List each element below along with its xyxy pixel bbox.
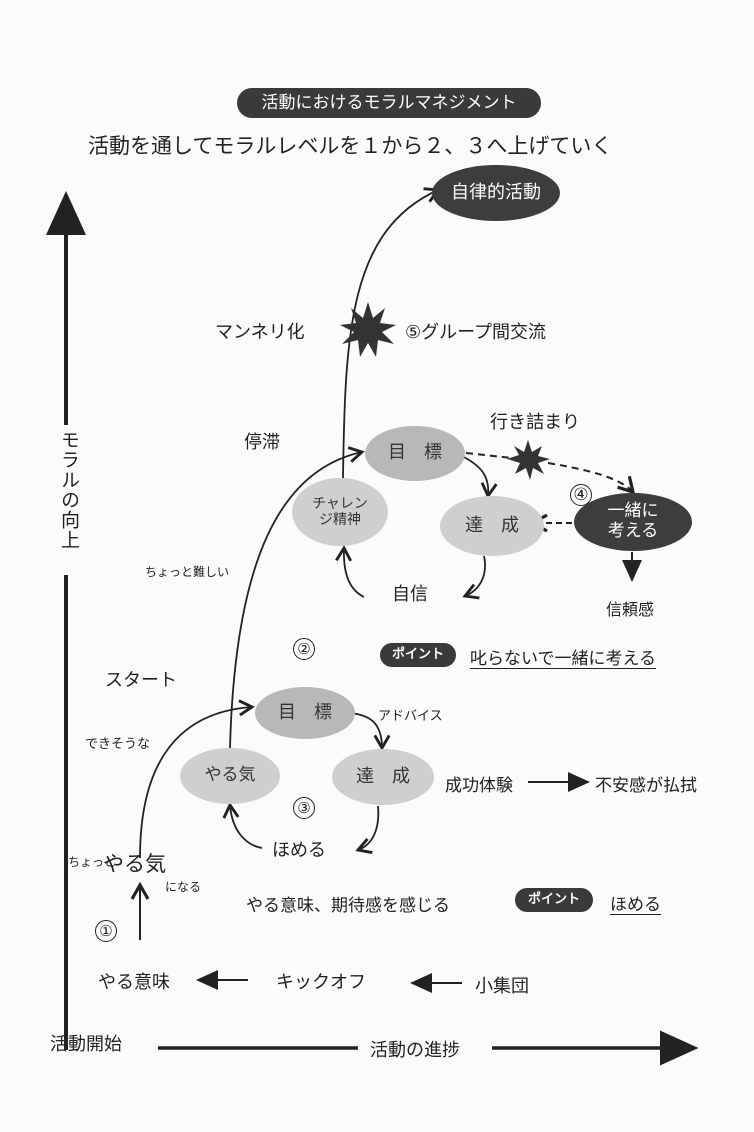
point-badge: ポイント (515, 888, 593, 912)
step-2: ② (293, 638, 315, 660)
label-deadlock: 行き詰まり (490, 412, 580, 433)
label-little-hard: ちょっと難しい (145, 565, 230, 579)
label-small-group: 小集団 (475, 976, 529, 997)
label-meaning: やる意味 (98, 972, 170, 993)
node-goal-upper: 目 標 (365, 426, 465, 481)
step-3: ③ (293, 797, 315, 819)
label-anxiety: 不安感が払拭 (595, 776, 697, 796)
x-axis-label: 活動の進捗 (370, 1040, 460, 1061)
label-advice: アドバイス (378, 709, 443, 724)
node-think-together: 一緒に考える (574, 493, 692, 551)
label-doable: できそうな (85, 737, 151, 752)
point-text-1: 叱らないで一緒に考える (470, 649, 656, 669)
node-achieve-lower: 達 成 (332, 749, 434, 805)
subtitle: 活動を通してモラルレベルを１から２、３へ上げていく (88, 134, 613, 158)
label-trust: 信頼感 (606, 600, 655, 619)
node-achieve-upper: 達 成 (440, 496, 544, 556)
step-4: ④ (570, 484, 592, 506)
header-badge: 活動におけるモラルマネジメント (237, 88, 541, 118)
node-challenge: チャレンジ精神 (292, 478, 388, 546)
point-badge: ポイント (380, 643, 456, 667)
burst-star-icon (340, 302, 396, 357)
label-kickoff: キックオフ (276, 972, 366, 993)
label-start: スタート (105, 670, 177, 691)
label-little: ちょっと (68, 855, 117, 869)
node-goal-lower: 目 標 (255, 687, 355, 739)
curve-to-autonomous (342, 187, 441, 479)
y-axis-label: モラルの向上 (58, 430, 80, 550)
burst-star-icon (507, 440, 550, 480)
label-success: 成功体験 (445, 776, 513, 796)
label-motivation: やる気 (103, 852, 166, 876)
step-1: ① (95, 920, 117, 942)
label-exchange: ⑤グループ間交流 (405, 322, 547, 343)
x-axis-start: 活動開始 (50, 1034, 122, 1055)
node-autonomous: 自律的活動 (432, 165, 560, 221)
label-confidence: 自信 (392, 584, 428, 605)
label-praise: ほめる (272, 840, 326, 861)
point-text-2: ほめる (610, 895, 661, 915)
curve-to-goal-upper (229, 446, 365, 749)
label-stagnation: 停滞 (244, 432, 280, 453)
label-becomes: になる (165, 880, 202, 894)
label-rut: マンネリ化 (215, 322, 305, 343)
label-feel: やる意味、期待感を感じる (246, 896, 450, 916)
curve-to-goal-lower (139, 699, 255, 859)
node-motivation: やる気 (180, 748, 280, 804)
